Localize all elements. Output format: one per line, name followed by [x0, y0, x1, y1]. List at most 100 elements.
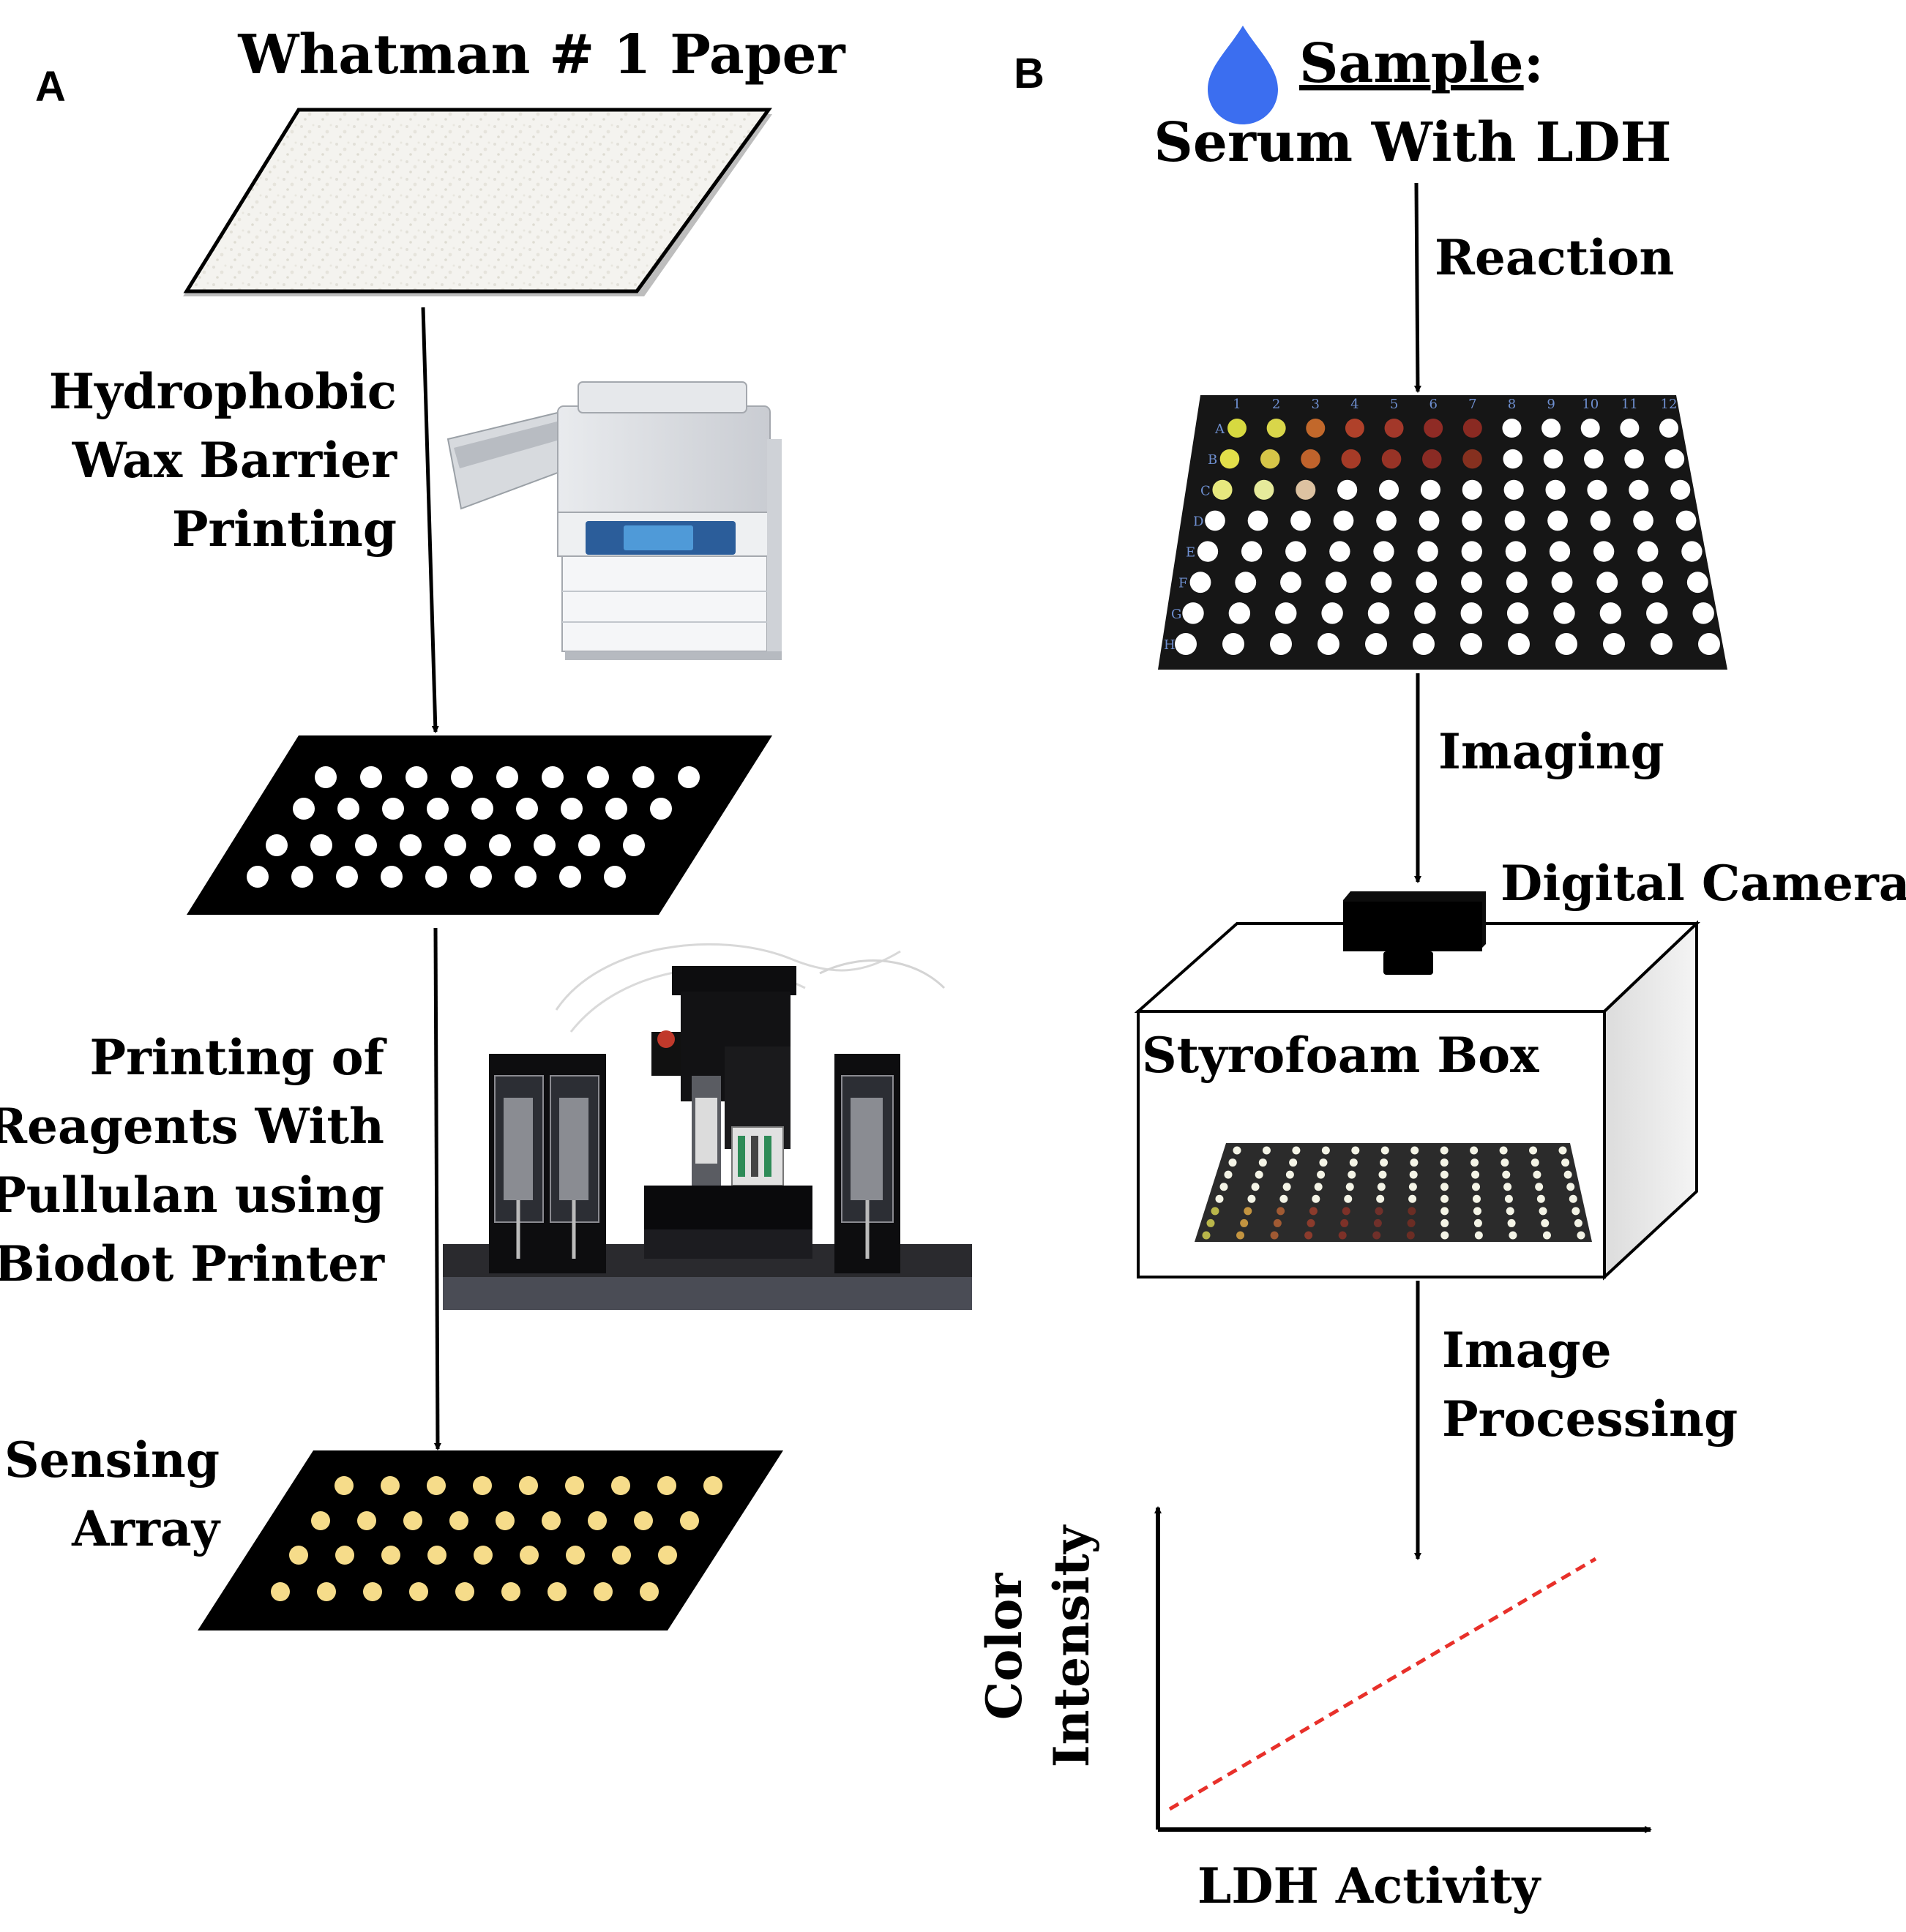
plate-column-label: 11: [1621, 397, 1638, 412]
wax-printed-paper: [187, 735, 772, 915]
plate-well: [1620, 419, 1640, 438]
imaged-plate-well: [1338, 1231, 1347, 1240]
imaged-plate-well: [1309, 1207, 1318, 1216]
graph-x-label: LDH Activity: [1197, 1857, 1541, 1914]
imaged-plate-well: [1244, 1207, 1252, 1216]
wax-spot: [542, 766, 564, 788]
graph-y-label-line-2: Intensity: [1043, 1524, 1100, 1767]
imaged-plate-well: [1378, 1170, 1387, 1179]
arrow-reagent-printing: [433, 927, 441, 1450]
imaged-plate-well: [1440, 1218, 1449, 1227]
imaged-plate-well: [1307, 1218, 1315, 1227]
imaged-plate-well: [1373, 1218, 1382, 1227]
imaged-plate-well: [1228, 1158, 1237, 1167]
imaged-plate-well: [1408, 1194, 1417, 1203]
plate-well: [1593, 541, 1615, 562]
plate-well: [1384, 419, 1404, 438]
plate-well: [1461, 541, 1482, 562]
plate-row-label: A: [1214, 422, 1225, 437]
imaged-plate-well: [1470, 1146, 1479, 1155]
plate-well: [1413, 633, 1435, 655]
plate-well: [1205, 510, 1225, 531]
wax-spot: [360, 766, 382, 788]
wax-spot: [587, 766, 609, 788]
wax-spot: [515, 866, 537, 888]
plate-well: [1675, 510, 1697, 531]
sensing-spot: [317, 1582, 336, 1601]
plate-well: [1508, 633, 1530, 655]
plate-wells: [1175, 419, 1720, 655]
wax-spot: [315, 766, 337, 788]
imaged-plate-well: [1351, 1146, 1360, 1155]
imaged-plate-wells: [1202, 1146, 1585, 1240]
sensing-spot: [409, 1582, 428, 1601]
plate-column-label: 1: [1233, 397, 1241, 412]
sample-colon: :: [1524, 32, 1544, 95]
imaged-plate-well: [1472, 1194, 1481, 1203]
plate-well: [1506, 572, 1528, 594]
wax-spot: [381, 866, 403, 888]
biodot-dispensing-printer-icon: [443, 943, 972, 1310]
imaged-plate-well: [1219, 1183, 1228, 1191]
plate-well: [1333, 510, 1354, 531]
imaged-plate-well: [1566, 1183, 1575, 1191]
imaged-plate-well: [1536, 1194, 1545, 1203]
step-reagent-printing-line-1: Printing of: [89, 1029, 386, 1086]
wax-spot: [382, 798, 404, 820]
camera-label: Digital Camera: [1500, 855, 1906, 912]
wax-spot: [471, 798, 493, 820]
imaged-plate-well: [1240, 1218, 1249, 1227]
imaged-plate-well: [1440, 1183, 1449, 1191]
sensing-spot: [427, 1546, 446, 1565]
imaged-plate-well: [1507, 1218, 1516, 1227]
sensing-spot: [520, 1546, 539, 1565]
sensing-spot: [588, 1511, 607, 1530]
imaged-plate-well: [1563, 1170, 1572, 1179]
plate-column-label: 5: [1390, 397, 1398, 412]
imaged-plate-well: [1211, 1207, 1219, 1216]
plate-well: [1417, 541, 1438, 562]
imaged-plate-well: [1258, 1158, 1267, 1167]
sensing-spot: [381, 1476, 400, 1495]
plate-well: [1420, 479, 1440, 500]
plate-well: [1698, 633, 1720, 655]
plate-well: [1670, 479, 1691, 500]
wax-spot: [310, 834, 332, 856]
sensing-array-line-2: Array: [71, 1500, 221, 1557]
plate-well: [1584, 449, 1604, 469]
imaged-plate-well: [1273, 1218, 1282, 1227]
plate-well: [1504, 510, 1525, 531]
wax-spot: [444, 834, 466, 856]
step-reagent-printing-line-2: Reagents With: [0, 1098, 384, 1155]
wax-spot: [534, 834, 556, 856]
imaged-plate-well: [1410, 1146, 1419, 1155]
step-reagent-printing-line-4: Biodot Printer: [0, 1235, 385, 1292]
imaged-plate-well: [1345, 1183, 1354, 1191]
plate-well: [1422, 449, 1442, 469]
imaged-plate-well: [1380, 1146, 1389, 1155]
panel-a-letter: A: [35, 63, 66, 111]
plate-well: [1247, 510, 1268, 531]
imaged-plate-well: [1233, 1146, 1241, 1155]
plate-column-label: 8: [1508, 397, 1516, 412]
plate-well: [1329, 541, 1350, 562]
imaged-plate-well: [1342, 1207, 1350, 1216]
plate-well: [1462, 449, 1482, 469]
plate-row-label: C: [1200, 483, 1211, 498]
plate-well: [1664, 449, 1685, 469]
imaged-plate-well: [1251, 1183, 1260, 1191]
imaged-plate-well: [1541, 1218, 1550, 1227]
plate-well: [1419, 510, 1440, 531]
plate-well: [1270, 633, 1292, 655]
plate-well: [1345, 419, 1364, 438]
sample-description: Serum With LDH: [1154, 111, 1671, 174]
imaged-plate-well: [1470, 1158, 1479, 1167]
step-reagent-printing-line-3: Pullulan using: [0, 1167, 384, 1224]
sensing-spot: [271, 1582, 290, 1601]
sensing-spot: [455, 1582, 474, 1601]
imaged-plate-well: [1285, 1170, 1294, 1179]
plate-well: [1175, 633, 1197, 655]
plate-well: [1341, 449, 1361, 469]
